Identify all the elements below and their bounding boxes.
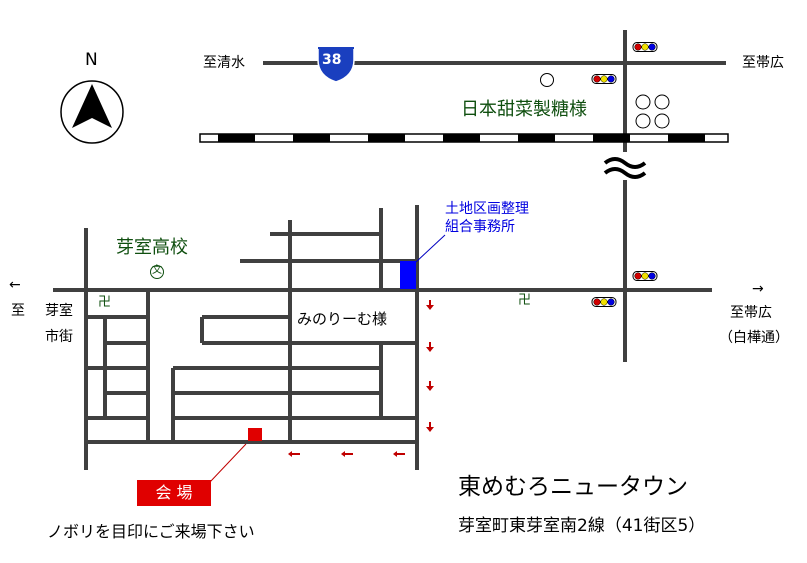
area-name: 東めむろニュータウン [458,474,688,500]
traffic-light-icon [591,74,617,84]
route-38-shield [317,47,355,83]
school-symbol: 文 [152,265,162,276]
compass [60,80,124,144]
landmark-circles [540,73,670,129]
office-pointer [415,234,446,263]
route-arrow-down-icon [426,342,434,352]
to-obihiro-top-label: 至帯広 [742,55,784,71]
right-arrow: → [752,281,764,297]
left-to-label: 至 [11,303,25,319]
sugar-company-label: 日本甜菜製糖様 [461,99,587,120]
route-arrow-left-icon [393,451,405,457]
roads [53,30,726,470]
railway [199,133,729,143]
route-arrow-down-icon [426,422,434,432]
rail-dash [218,134,255,142]
route-arrow-down-icon [426,381,434,391]
route-arrow-down-icon [426,300,434,310]
traffic-light-icon [632,271,658,281]
school-symbol-circle [150,265,164,279]
minorimu-label: みのりーむ様 [297,310,388,328]
venue-marker[interactable] [248,428,262,441]
left-town-label-1: 芽室 [45,303,73,319]
route-arrow-left-icon [341,451,353,457]
route-number: 38 [322,52,342,68]
traffic-light-icon [632,42,658,52]
traffic-light-icon [591,297,617,307]
rail-dash [518,134,555,142]
route-arrow-left-icon [288,451,300,457]
to-shimizu-label: 至清水 [203,55,245,71]
banner-note: ノボリを目印にご来場下さい [47,522,255,541]
venue-pointer [209,443,247,483]
temple-symbol-right: 卍 [518,293,532,308]
rail-dash [668,134,705,142]
venue-label[interactable]: 会 場 [137,480,211,506]
address: 芽室町東芽室南2線（41街区5） [458,516,706,536]
left-town-label-2: 市街 [45,329,73,345]
school-label: 芽室高校 [116,237,188,258]
rail-dash [368,134,405,142]
temple-symbol-left: 卍 [98,295,112,310]
break-mark [603,157,647,179]
north-label: N [85,50,98,70]
rail-dash [293,134,330,142]
land-office-label-1: 土地区画整理 [445,201,529,217]
land-office-label-2: 組合事務所 [445,219,515,235]
shirakaba-label: （白樺通） [719,330,789,346]
rail-dash [443,134,480,142]
land-office-marker [400,261,416,289]
rail-dash [593,134,630,142]
left-arrow: ← [9,277,21,293]
to-obihiro-right-label: 至帯広 [730,305,772,321]
